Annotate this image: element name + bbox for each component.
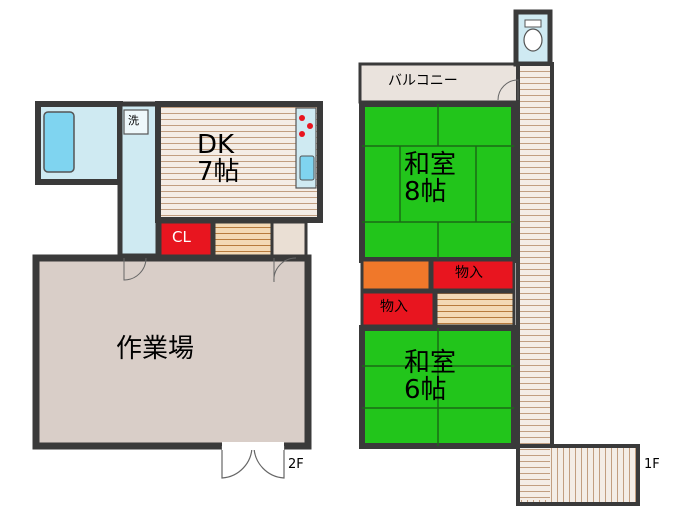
corridor	[516, 62, 554, 506]
washing-machine-icon	[123, 109, 149, 135]
sink-icon	[299, 155, 315, 181]
room-dk	[155, 101, 323, 223]
entry-floor	[270, 220, 308, 258]
storage-upper	[430, 258, 516, 292]
balcony	[358, 62, 520, 104]
door-swing-icon	[123, 257, 147, 281]
stove-burner-icon	[307, 123, 313, 129]
door-swing-icon	[497, 79, 519, 101]
balcony-label: バルコニー	[388, 73, 458, 89]
room-washitsu-6-label: 和室 6帖	[404, 348, 457, 406]
floor-1-label: 1F	[644, 457, 660, 472]
stove-burner-icon	[299, 115, 305, 121]
door-opening	[222, 442, 284, 450]
toilet-icon	[523, 28, 543, 52]
floor-2-label: 2F	[288, 457, 304, 472]
stairs-2f	[212, 220, 274, 258]
room-washitsu-8-label: 和室 8帖	[404, 150, 457, 208]
closet-cl-label: CL	[172, 228, 191, 246]
room-washitsu-6	[359, 325, 517, 449]
floor-1-plan	[358, 9, 640, 506]
stove-burner-icon	[299, 131, 305, 137]
door-swing-icon	[221, 445, 253, 479]
storage-lower-label: 物入	[380, 299, 408, 315]
room-workshop	[32, 254, 312, 450]
door-swing-icon	[273, 257, 297, 283]
closet-orange	[360, 258, 432, 292]
stairs-1f	[434, 290, 516, 328]
room-workshop-label: 作業場	[116, 334, 195, 364]
washer-label: 洗	[128, 114, 139, 127]
floor-2-plan	[32, 101, 323, 479]
bathtub-icon	[43, 111, 75, 173]
storage-upper-label: 物入	[455, 265, 483, 281]
toilet-tank-icon	[524, 19, 542, 28]
door-swing-icon	[253, 445, 285, 479]
corridor-mask	[520, 448, 550, 500]
room-dk-label: DK 7帖	[197, 130, 240, 188]
